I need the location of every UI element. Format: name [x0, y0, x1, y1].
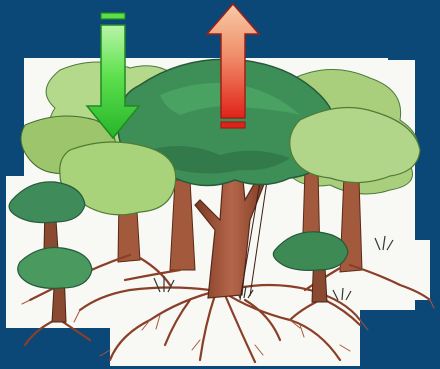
- forest-illustration-stage: [0, 0, 440, 369]
- forest-with-roots-illustration: [0, 0, 440, 369]
